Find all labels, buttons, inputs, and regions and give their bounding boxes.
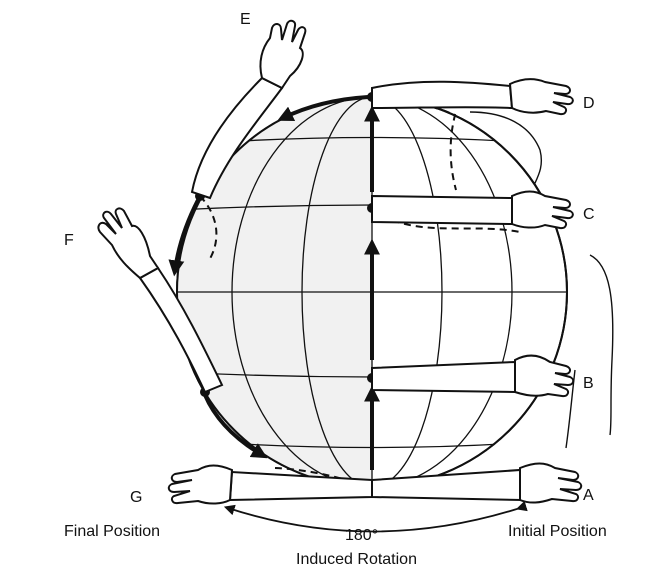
caption-rotation-label: Induced Rotation <box>296 551 417 568</box>
label-F: F <box>64 232 74 249</box>
arm-position-A <box>371 462 583 504</box>
rotation-arrows <box>168 95 380 470</box>
torso-outline <box>469 111 614 449</box>
arm-position-B <box>371 354 575 398</box>
caption-initial-position: Initial Position <box>508 523 607 540</box>
label-B: B <box>583 375 594 392</box>
label-E: E <box>240 11 251 28</box>
label-G: G <box>130 489 143 506</box>
caption-final-position: Final Position <box>64 523 161 540</box>
arm-position-E <box>190 19 307 200</box>
induced-rotation-arc <box>223 500 528 533</box>
open-hand-icon <box>167 464 234 505</box>
label-A: A <box>583 487 594 504</box>
arrow-D-E <box>277 95 369 121</box>
caption-rotation-angle: 180° <box>345 527 379 544</box>
open-hand-icon <box>514 354 575 398</box>
open-hand-icon <box>508 78 574 116</box>
shaded-left-hemisphere <box>177 97 372 487</box>
open-hand-icon <box>259 19 307 90</box>
label-C: C <box>583 206 595 223</box>
label-D: D <box>583 95 595 112</box>
arrow-F-G <box>203 394 268 459</box>
arm-position-D <box>371 78 574 116</box>
arrow-E-F <box>168 199 200 277</box>
arm-position-F <box>97 207 224 394</box>
open-hand-icon <box>97 207 160 280</box>
open-hand-icon <box>519 462 583 504</box>
arm-position-G <box>167 464 373 505</box>
arm-position-C <box>371 190 574 230</box>
open-hand-icon <box>511 190 574 230</box>
